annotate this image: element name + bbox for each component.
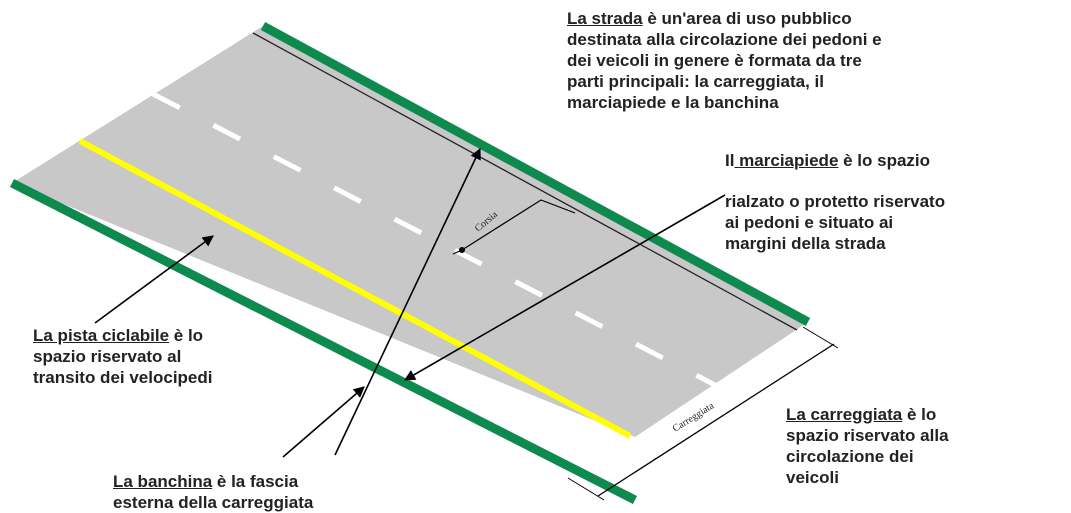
note-marciapiede-line: rialzato o protetto riservato [725, 192, 946, 211]
note-strada: La strada è un'area di uso pubblico dest… [567, 8, 1047, 113]
note-carreggiata-line: circolazione dei [786, 447, 914, 466]
note-strada-line: destinata alla circolazione dei pedoni e [567, 30, 882, 49]
carreggiata-dimension-line [597, 343, 835, 497]
term-carreggiata: La carreggiata [786, 405, 903, 424]
note-banchina-line: è la fascia [212, 472, 299, 491]
yellow-line [78, 138, 632, 439]
note-strada-line: parti principali: la carreggiata, il [567, 72, 824, 91]
note-marciapiede-line: margini della strada [725, 234, 886, 253]
term-pista: La pista ciclabile [33, 326, 170, 345]
carreggiata-tick-bottom [567, 477, 605, 501]
note-carreggiata-line: veicoli [786, 468, 839, 487]
note-marciapiede-line: ai pedoni e situato ai [725, 213, 894, 232]
term-banchina: La banchina [113, 472, 213, 491]
carreggiata-tick-top [802, 326, 839, 349]
bottom-green-edge [9, 178, 638, 505]
note-marciapiede-body: rialzato o protetto riservato ai pedoni … [725, 191, 1065, 254]
term-strada: La strada [567, 9, 643, 28]
top-green-edge [260, 22, 811, 326]
sidewalk-edge-line [252, 32, 798, 331]
corsia-dimension-line [452, 199, 576, 255]
note-marciapiede-prefix: Il [725, 151, 735, 170]
term-marciapiede: marciapiede [734, 151, 839, 170]
arrow-banchina [282, 386, 365, 458]
note-banchina: La banchina è la fascia esterna della ca… [113, 471, 433, 513]
note-pista-line: transito dei velocipedi [33, 368, 213, 387]
note-banchina-line: esterna della carreggiata [113, 493, 314, 512]
corsia-dot [459, 247, 465, 253]
note-strada-line: dei veicoli in genere è formata da tre [567, 51, 862, 70]
note-pista: La pista ciclabile è lo spazio riservato… [33, 325, 323, 388]
note-carreggiata-line: è lo [902, 405, 937, 424]
arrow-strada [334, 147, 481, 456]
note-marciapiede-tail: è lo spazio [838, 151, 931, 170]
note-pista-line: spazio riservato al [33, 347, 182, 366]
road-surface [12, 26, 808, 437]
note-strada-line: è un'area di uso pubblico [642, 9, 852, 28]
note-pista-line: è lo [169, 326, 204, 345]
note-strada-line: marciapiede e la banchina [567, 93, 779, 112]
note-carreggiata-line: spazio riservato alla [786, 426, 949, 445]
note-carreggiata: La carreggiata è lo spazio riservato all… [786, 404, 1066, 488]
arrow-pista [94, 235, 214, 324]
arrow-marciapiede [404, 194, 726, 381]
note-marciapiede-heading: Il marciapiede è lo spazio [725, 150, 1065, 171]
